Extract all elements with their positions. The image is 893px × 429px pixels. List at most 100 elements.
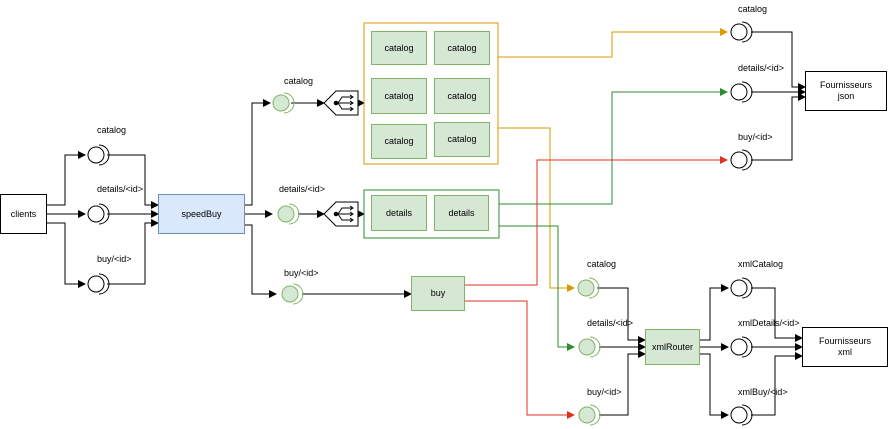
catalog-instance[interactable]: catalog bbox=[371, 124, 427, 159]
xmlrouter-details-label: details/<id> bbox=[587, 318, 634, 328]
xmlrouter-catalog-label: catalog bbox=[587, 259, 617, 269]
edge-xmlcatalog-fournisseurs bbox=[751, 287, 803, 342]
interface-socket bbox=[283, 92, 295, 114]
xmlrouter-node[interactable]: xmlRouter bbox=[645, 329, 700, 365]
interface-socket bbox=[741, 404, 753, 426]
xmlrouter-buy-label: buy/<id> bbox=[587, 387, 622, 397]
interface-socket bbox=[98, 203, 110, 225]
json-catalog-label: catalog bbox=[738, 4, 768, 14]
edge-clients-catalog bbox=[47, 151, 86, 206]
xml-catalog-interface[interactable] bbox=[730, 277, 753, 299]
edge-buy-speedbuy bbox=[107, 219, 159, 285]
catalog-instance[interactable]: catalog bbox=[434, 31, 490, 65]
interface-ball bbox=[87, 275, 105, 293]
interface-ball bbox=[730, 338, 748, 356]
interface-ball bbox=[578, 338, 596, 356]
interfaces bbox=[87, 21, 753, 426]
interface-ball bbox=[87, 146, 105, 164]
speedbuy-catalog-interface[interactable] bbox=[272, 92, 295, 114]
json-buy-label: buy/<id> bbox=[738, 132, 773, 142]
interface-ball bbox=[578, 406, 596, 424]
catalog-instance[interactable]: catalog bbox=[371, 31, 427, 65]
speedbuy-details-interface[interactable] bbox=[277, 203, 300, 225]
client-buy-interface[interactable] bbox=[87, 273, 110, 295]
clients-node[interactable]: clients bbox=[0, 194, 47, 234]
edge-speedbuy-buy bbox=[245, 224, 277, 298]
edge-xr-xmlbuy bbox=[700, 353, 729, 419]
fournisseurs-xml-node[interactable]: Fournisseurs xml bbox=[802, 327, 888, 367]
xmlrouter-catalog-interface[interactable] bbox=[577, 277, 600, 299]
edge-xr-buy bbox=[599, 350, 646, 416]
edge-catalog-speedbuy bbox=[107, 154, 159, 209]
json-details-label: details/<id> bbox=[738, 63, 785, 73]
black-connectors bbox=[47, 31, 806, 419]
xmlrouter-details-interface[interactable] bbox=[578, 336, 601, 358]
interface-ball bbox=[277, 205, 295, 223]
edge-xr-catalog bbox=[597, 287, 646, 344]
xml-details-label: xmlDetails/<id> bbox=[738, 318, 800, 328]
interface-socket bbox=[589, 336, 601, 358]
client-details-interface[interactable] bbox=[87, 203, 110, 225]
edge-xr-xmlcatalog bbox=[700, 284, 729, 341]
catalog-instance[interactable]: catalog bbox=[434, 122, 490, 157]
xml-catalog-label: xmlCatalog bbox=[738, 259, 784, 269]
xml-buy-interface[interactable] bbox=[730, 404, 753, 426]
load-balancer-catalog[interactable] bbox=[323, 90, 359, 116]
catalog-instance[interactable]: catalog bbox=[434, 78, 490, 114]
xmlrouter-buy-interface[interactable] bbox=[578, 404, 601, 426]
xml-details-interface[interactable] bbox=[730, 336, 753, 358]
interface-ball bbox=[730, 151, 748, 169]
catalog-instance[interactable]: catalog bbox=[371, 78, 427, 114]
interface-ball bbox=[577, 279, 595, 297]
edge-catalog-group-xr-catalog bbox=[498, 127, 575, 292]
client-catalog-interface[interactable] bbox=[87, 144, 110, 166]
details-instance[interactable]: details bbox=[371, 195, 427, 231]
router-icon bbox=[333, 205, 354, 223]
speedbuy-buy-interface[interactable] bbox=[281, 283, 304, 305]
interface-socket bbox=[588, 277, 600, 299]
json-buy-interface[interactable] bbox=[730, 149, 753, 171]
speedbuy-node[interactable]: speedBuy bbox=[158, 194, 245, 234]
interface-socket bbox=[741, 149, 753, 171]
client-details-label: details/<id> bbox=[97, 184, 144, 194]
client-buy-label: buy/<id> bbox=[97, 254, 132, 264]
router-icon bbox=[333, 94, 354, 112]
interface-socket bbox=[288, 203, 300, 225]
fournisseurs-json-node[interactable]: Fournisseurs json bbox=[805, 71, 887, 111]
xml-buy-label: xmlBuy/<id> bbox=[738, 387, 788, 397]
edge-jsoncatalog-fournisseurs bbox=[751, 31, 806, 91]
interface-socket bbox=[589, 404, 601, 426]
edge-catalog-group-json-catalog bbox=[498, 28, 728, 58]
buy-node[interactable]: buy bbox=[411, 276, 465, 311]
edge-details-group-json-details bbox=[499, 88, 728, 205]
interface-ball bbox=[87, 205, 105, 223]
interface-ball bbox=[730, 23, 748, 41]
speedbuy-details-label: details/<id> bbox=[279, 184, 326, 194]
json-details-interface[interactable] bbox=[730, 81, 753, 103]
catalog-group[interactable] bbox=[363, 22, 499, 165]
interface-socket bbox=[98, 273, 110, 295]
edge-buy-xr-buy bbox=[465, 300, 575, 419]
interface-socket bbox=[741, 21, 753, 43]
speedbuy-buy-label: buy/<id> bbox=[284, 268, 319, 278]
interface-socket bbox=[98, 144, 110, 166]
details-group[interactable] bbox=[363, 189, 500, 239]
interface-ball bbox=[281, 285, 299, 303]
edge-clients-buy bbox=[47, 222, 86, 288]
interface-ball bbox=[272, 94, 290, 112]
interface-socket bbox=[741, 277, 753, 299]
interface-socket bbox=[741, 81, 753, 103]
client-catalog-label: catalog bbox=[97, 125, 127, 135]
load-balancer-details[interactable] bbox=[323, 201, 359, 227]
edge-jsonbuy-fournisseurs bbox=[751, 93, 806, 161]
edge-details-group-xr-details bbox=[499, 225, 575, 351]
speedbuy-catalog-label: catalog bbox=[284, 76, 314, 86]
edge-speedbuy-catalog bbox=[245, 99, 271, 206]
details-instance[interactable]: details bbox=[434, 195, 489, 231]
interface-ball bbox=[730, 279, 748, 297]
interface-socket bbox=[741, 336, 753, 358]
json-catalog-interface[interactable] bbox=[730, 21, 753, 43]
interface-socket bbox=[292, 283, 304, 305]
interface-ball bbox=[730, 83, 748, 101]
